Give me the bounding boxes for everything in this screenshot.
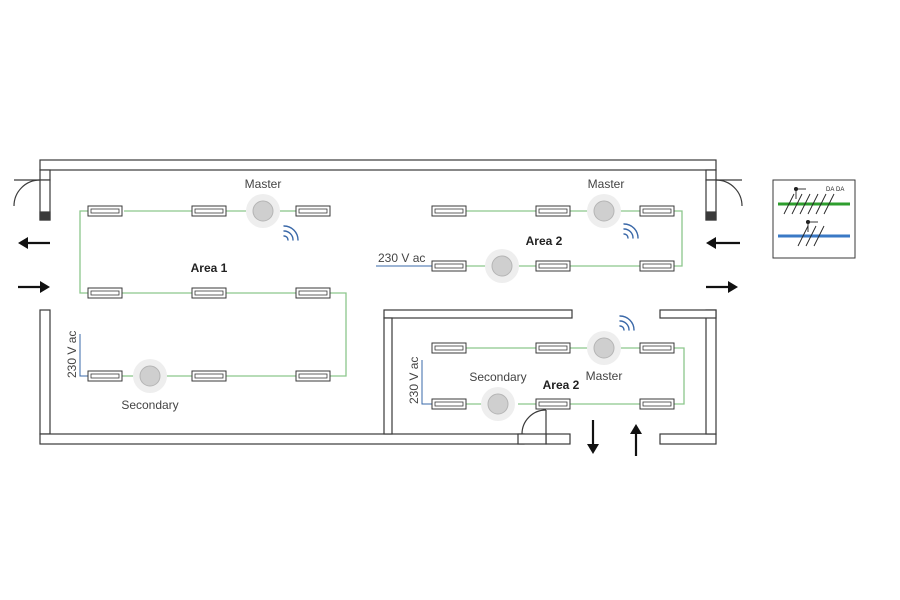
luminaire bbox=[535, 398, 571, 410]
luminaire bbox=[191, 205, 227, 217]
sensor-icon bbox=[485, 249, 519, 283]
bottom-wall-right bbox=[659, 433, 717, 445]
luminaire bbox=[431, 342, 467, 354]
partition-vertical bbox=[383, 317, 393, 435]
luminaire bbox=[295, 370, 331, 382]
secondary-label: Secondary bbox=[121, 398, 178, 412]
luminaire bbox=[431, 398, 467, 410]
wireless-icon bbox=[283, 225, 299, 241]
sensors bbox=[133, 194, 621, 421]
luminaire bbox=[639, 398, 675, 410]
area-label: Area 2 bbox=[526, 234, 563, 248]
left-wall-top bbox=[39, 169, 51, 181]
labels: Master Master Master Secondary Secondary… bbox=[65, 177, 624, 412]
right-wall-cap bbox=[659, 309, 717, 319]
left-wall-bottom bbox=[39, 309, 51, 435]
master-label: Master bbox=[588, 177, 625, 191]
luminaires bbox=[87, 205, 675, 410]
supply-line-left bbox=[79, 334, 88, 377]
right-wall-bottom bbox=[705, 309, 717, 435]
master-label: Master bbox=[245, 177, 282, 191]
sensor-icon bbox=[587, 331, 621, 365]
luminaire bbox=[87, 205, 123, 217]
walls bbox=[39, 159, 717, 445]
arrow-icon bbox=[587, 420, 599, 454]
luminaire bbox=[639, 260, 675, 272]
bottom-wall-left bbox=[39, 433, 525, 445]
luminaire bbox=[87, 287, 123, 299]
master-label: Master bbox=[586, 369, 623, 383]
legend-da-label: DA bbox=[836, 187, 844, 193]
bus-wiring bbox=[79, 210, 685, 405]
sensor-icon bbox=[481, 387, 515, 421]
sensor-icon bbox=[246, 194, 280, 228]
luminaire bbox=[295, 205, 331, 217]
luminaire bbox=[535, 205, 571, 217]
supply-lines bbox=[79, 265, 432, 405]
arrow-icon bbox=[706, 237, 740, 249]
arrow-icon bbox=[630, 424, 642, 456]
secondary-label: Secondary bbox=[469, 370, 526, 384]
supply-label: 230 V ac bbox=[378, 251, 425, 265]
arrow-icon bbox=[18, 237, 50, 249]
luminaire bbox=[87, 370, 123, 382]
area-label: Area 2 bbox=[543, 378, 580, 392]
supply-line-mid bbox=[421, 360, 432, 405]
door-bottom bbox=[517, 409, 547, 445]
wireless-icon bbox=[623, 223, 639, 239]
luminaire bbox=[295, 287, 331, 299]
bottom-wall-stub bbox=[545, 433, 571, 445]
arrow-icon bbox=[18, 281, 50, 293]
arrow-icon bbox=[706, 281, 738, 293]
luminaire bbox=[431, 260, 467, 272]
sensor-icon bbox=[587, 194, 621, 228]
luminaire bbox=[639, 342, 675, 354]
legend: DA DA bbox=[772, 179, 856, 259]
partition-horizontal bbox=[383, 309, 573, 319]
sensor-icon bbox=[133, 359, 167, 393]
wireless-icon bbox=[619, 315, 635, 331]
door-left bbox=[13, 179, 51, 221]
supply-label: 230 V ac bbox=[407, 357, 421, 404]
luminaire bbox=[535, 260, 571, 272]
supply-label: 230 V ac bbox=[65, 331, 79, 378]
luminaire bbox=[535, 342, 571, 354]
legend-da-label: DA bbox=[826, 187, 834, 193]
legend-ticks-blue bbox=[797, 219, 825, 247]
legend-ticks-green bbox=[783, 186, 835, 215]
top-wall bbox=[39, 159, 717, 171]
right-wall-top bbox=[705, 169, 717, 181]
luminaire bbox=[639, 205, 675, 217]
door-right bbox=[705, 179, 743, 221]
luminaire bbox=[431, 205, 467, 217]
luminaire bbox=[191, 287, 227, 299]
luminaire bbox=[191, 370, 227, 382]
arrows bbox=[18, 237, 740, 456]
area-label: Area 1 bbox=[191, 261, 228, 275]
